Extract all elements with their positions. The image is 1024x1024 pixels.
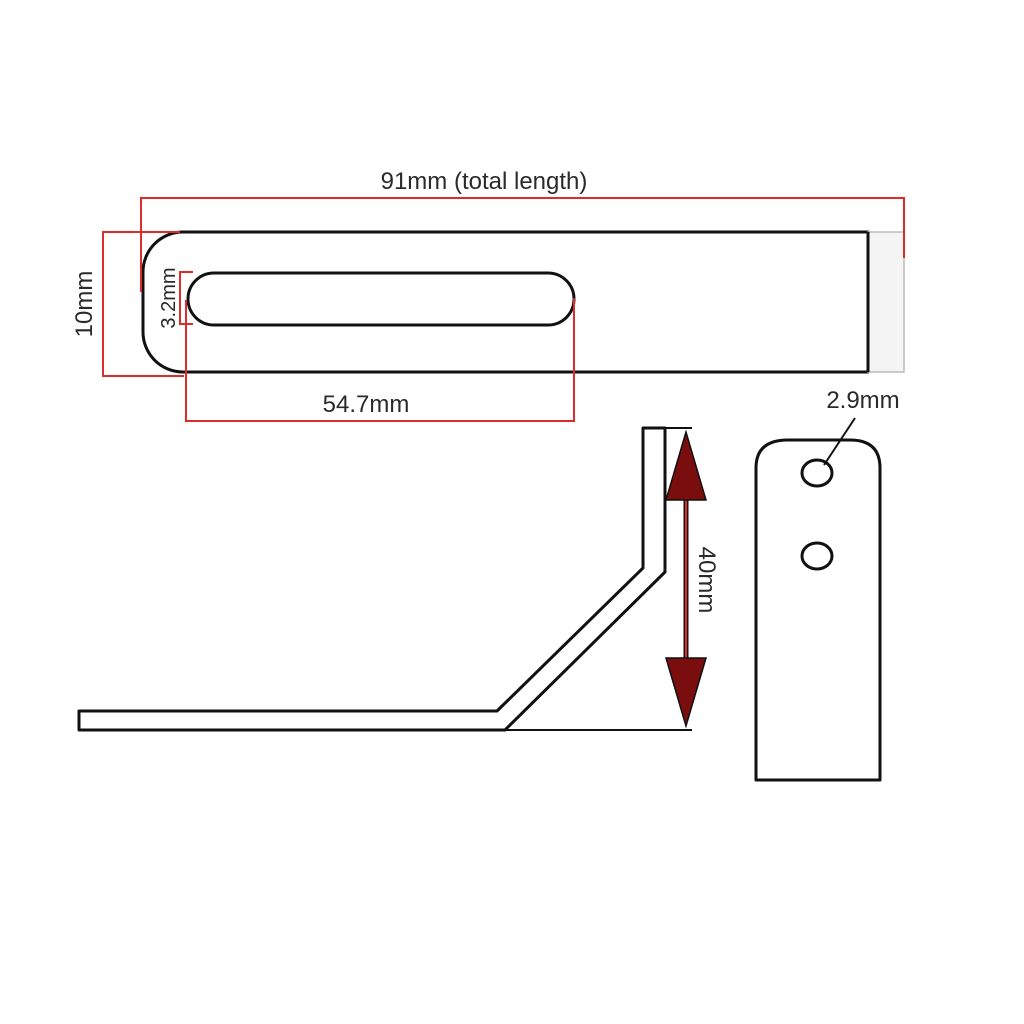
slot-length-label: 54.7mm [323,391,410,418]
height-arrow [664,429,708,729]
end-view [754,417,882,782]
plate-bent-end [867,231,905,373]
side-view [77,426,708,732]
plate-outline [141,230,870,374]
arrow-head-down [664,657,708,729]
width-dimension-line [102,231,184,377]
tab-outline [754,438,882,782]
top-view [141,230,905,374]
hole-leader-line [823,417,856,466]
height-label: 40mm [693,547,720,614]
tab-hole-top [800,458,834,488]
bracket-profile [77,426,667,732]
slot-length-dimension-line [185,298,575,422]
hole-diameter-label: 2.9mm [826,387,899,414]
dimension-lines [102,197,905,422]
total-length-dimension-line [140,197,905,292]
slot-width-label: 3.2mm [158,267,180,328]
total-length-label: 91mm (total length) [381,168,588,195]
arrow-head-up [664,429,708,501]
width-label: 10mm [71,271,98,338]
tab-hole-bottom [800,541,834,571]
plate-slot [186,271,576,327]
